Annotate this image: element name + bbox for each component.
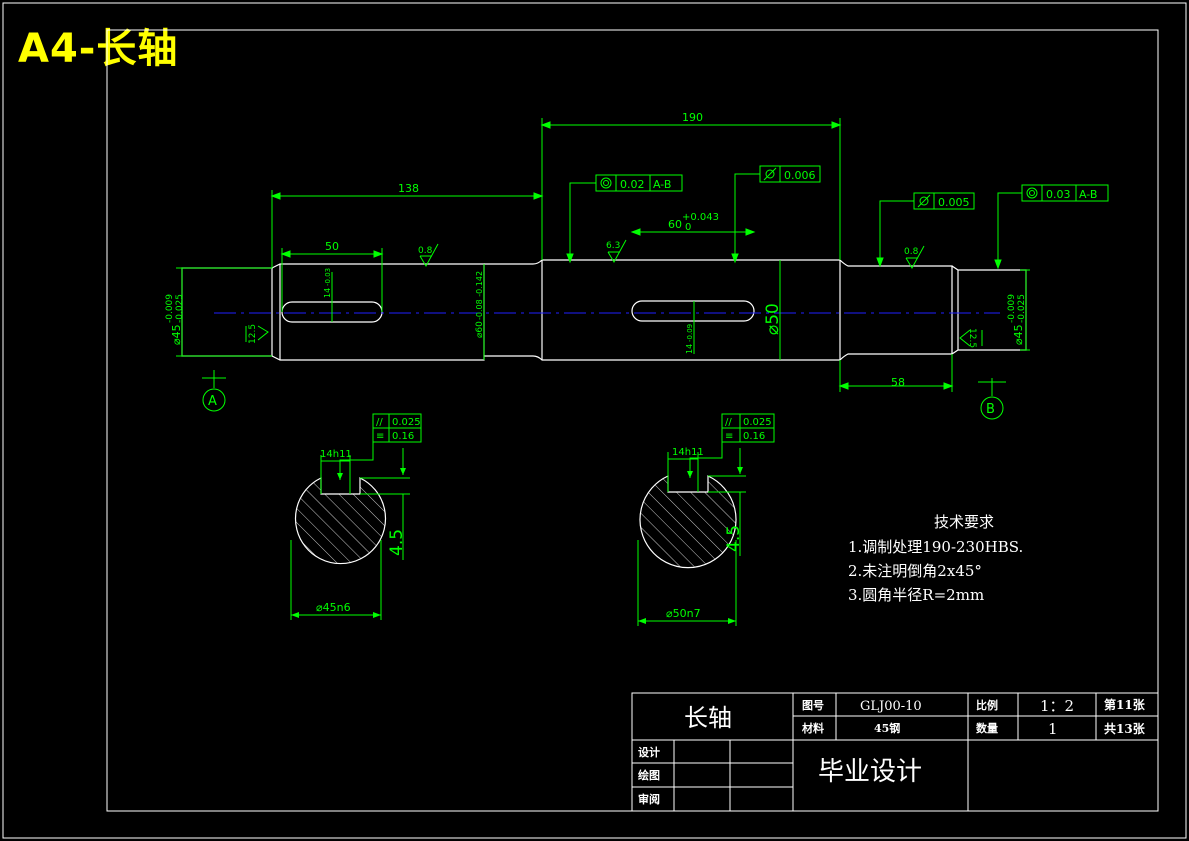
svg-text:0.8: 0.8	[418, 246, 433, 256]
svg-text:0.025: 0.025	[392, 417, 421, 428]
technical-requirements: 技术要求 1.调制处理190-230HBS. 2.未注明倒角2x45° 3.圆角…	[848, 513, 1023, 604]
dim-dia-right: ⌀45 -0.009 -0.025	[1007, 294, 1027, 345]
svg-text:B: B	[986, 402, 995, 417]
dimension-lines	[176, 118, 1030, 392]
requirements-heading: 技术要求	[934, 513, 994, 531]
fcf-cylindricity-1: 0.006	[759, 165, 821, 183]
svg-text:⌀50n7: ⌀50n7	[666, 607, 701, 620]
svg-text:0.16: 0.16	[743, 431, 765, 442]
svg-text:12.5: 12.5	[967, 328, 977, 348]
dim-60-tol-low: 0	[685, 222, 691, 233]
dim-60: 60	[668, 218, 682, 231]
dim-dia-mid: ⌀60 -0.08 -0.142	[475, 271, 485, 338]
datum-a: A	[202, 370, 226, 412]
svg-text:0.025: 0.025	[743, 417, 772, 428]
roughness-symbol-1: 0.8	[418, 243, 439, 268]
svg-text:-0.09: -0.09	[686, 324, 694, 342]
roughness-symbol-4: 12.5	[245, 324, 269, 344]
svg-text://: //	[725, 417, 732, 428]
dim-58: 58	[891, 376, 905, 389]
svg-text:A: A	[208, 394, 217, 409]
svg-text:14: 14	[685, 344, 694, 354]
svg-text:A-B: A-B	[1079, 188, 1097, 201]
fcf-coaxiality-1: 0.02 A-B	[595, 174, 683, 192]
svg-text:绘图: 绘图	[638, 768, 660, 782]
svg-text:6.3: 6.3	[606, 241, 620, 251]
requirement-item: 3.圆角半径R=2mm	[848, 586, 984, 604]
svg-text:0.02: 0.02	[620, 178, 645, 191]
svg-text:图号: 图号	[802, 699, 824, 712]
dim-138: 138	[398, 182, 419, 195]
dim-190: 190	[682, 111, 703, 124]
svg-text:0.16: 0.16	[392, 431, 414, 442]
svg-text:12.5: 12.5	[248, 324, 258, 344]
svg-text:A-B: A-B	[653, 178, 671, 191]
svg-text:4.5: 4.5	[724, 525, 744, 552]
roughness-symbol-3: 0.8	[904, 245, 925, 270]
part-name: 长轴	[684, 704, 732, 732]
svg-text:⌀45: ⌀45	[170, 324, 183, 345]
svg-text:-0.009: -0.009	[165, 294, 175, 323]
svg-text://: //	[376, 417, 383, 428]
keyway-slot-right	[631, 300, 755, 322]
page-title: A4-长轴	[18, 26, 179, 72]
fcf-coaxiality-2: 0.03 A-B	[1021, 184, 1109, 202]
svg-text:⌀45n6: ⌀45n6	[316, 601, 351, 614]
svg-text:≡: ≡	[376, 431, 384, 442]
keyway-slot-left	[281, 301, 383, 323]
dim-slot-right: 14 -0.09	[685, 324, 694, 354]
svg-text:14h11: 14h11	[672, 447, 704, 458]
section-left: // 0.025 ≡ 0.16 14h11 4.5 ⌀45n6	[290, 413, 422, 620]
dim-dia-left: ⌀45 -0.009 -0.025	[165, 294, 185, 345]
svg-text:0.006: 0.006	[784, 169, 816, 182]
title-block: 长轴 图号 GLJ00-10 比例 1：2 第11张 材料 45钢 数量 1 共…	[631, 692, 1159, 812]
quantity-value: 1	[1048, 720, 1058, 738]
svg-text:14h11: 14h11	[320, 449, 352, 460]
material-value: 45钢	[874, 721, 900, 735]
svg-text:0.03: 0.03	[1046, 188, 1071, 201]
project-name: 毕业设计	[818, 757, 922, 787]
svg-text:≡: ≡	[725, 431, 733, 442]
svg-text:-0.009: -0.009	[1007, 294, 1017, 323]
svg-text:0.005: 0.005	[938, 196, 970, 209]
svg-text:0.8: 0.8	[904, 247, 919, 257]
svg-text:-0.08 -0.142: -0.08 -0.142	[475, 271, 484, 320]
svg-text:比例: 比例	[976, 698, 998, 712]
roughness-symbol-2: 6.3	[606, 239, 627, 264]
scale-value: 1：2	[1040, 697, 1074, 715]
svg-text:⌀45: ⌀45	[1012, 324, 1025, 345]
svg-text:-0.025: -0.025	[175, 294, 185, 323]
svg-text:数量: 数量	[976, 721, 998, 735]
dim-dia-50: ⌀50	[763, 303, 783, 335]
dim-60-tol-up: +0.043	[682, 212, 719, 223]
svg-text:材料: 材料	[802, 721, 824, 735]
datum-b: B	[978, 378, 1006, 420]
fcf-cylindricity-2: 0.005	[913, 192, 975, 210]
section-right: // 0.025 ≡ 0.16 14h11 4.5 ⌀50n7	[637, 413, 775, 626]
requirement-item: 1.调制处理190-230HBS.	[848, 538, 1023, 556]
roughness-symbol-5: 12.5	[959, 328, 983, 348]
sheet-total: 共13张	[1104, 721, 1146, 736]
svg-text:14: 14	[323, 288, 332, 298]
svg-text:-0.03: -0.03	[324, 268, 332, 286]
dim-slot-left: 14 -0.03	[323, 268, 332, 298]
svg-text:4.5: 4.5	[387, 529, 407, 556]
shaft-outline	[181, 259, 1027, 361]
svg-text:⌀60: ⌀60	[475, 321, 485, 338]
svg-text:-0.025: -0.025	[1017, 294, 1027, 323]
dim-50: 50	[325, 240, 339, 253]
svg-text:审阅: 审阅	[638, 792, 660, 806]
svg-text:设计: 设计	[638, 745, 660, 759]
svg-text:⌀50: ⌀50	[763, 303, 783, 335]
requirement-item: 2.未注明倒角2x45°	[848, 562, 982, 580]
sheet-number: 第11张	[1104, 697, 1146, 712]
drawing-number: GLJ00-10	[860, 699, 922, 714]
